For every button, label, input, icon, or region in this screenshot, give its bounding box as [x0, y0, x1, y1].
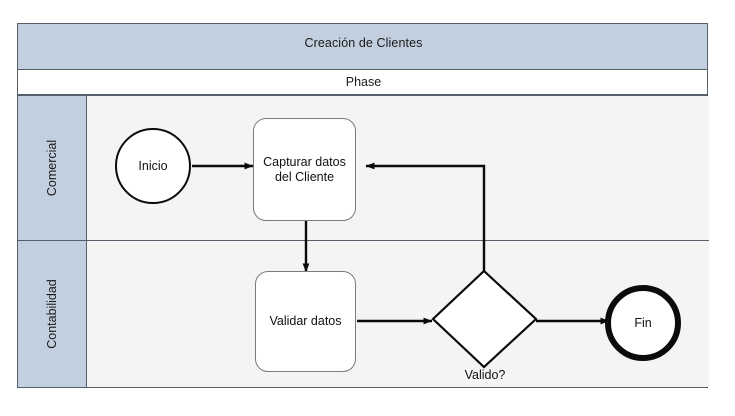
- pool-title: Creación de Clientes: [304, 36, 423, 50]
- pool-title-band[interactable]: Creación de Clientes: [17, 23, 708, 70]
- task-validar-datos-label: Validar datos: [269, 314, 342, 328]
- end-event-fin[interactable]: Fin: [605, 285, 681, 361]
- gateway-valido[interactable]: [431, 269, 539, 369]
- sequence-flow-layer: [192, 162, 610, 325]
- start-event-label: Inicio: [138, 159, 168, 173]
- task-capturar-datos[interactable]: Capturar datos del Cliente: [253, 118, 356, 221]
- start-event-inicio[interactable]: Inicio: [115, 128, 191, 204]
- task-validar-datos[interactable]: Validar datos: [255, 271, 356, 372]
- pool-creacion-de-clientes[interactable]: Creación de Clientes Phase Comercial Con…: [17, 23, 709, 388]
- lane-contabilidad-header[interactable]: Contabilidad: [18, 241, 87, 387]
- lane-comercial-header[interactable]: Comercial: [18, 96, 87, 240]
- lane-area: Comercial Contabilidad: [17, 95, 709, 388]
- phase-label: Phase: [345, 75, 382, 89]
- end-event-label: Fin: [634, 316, 652, 330]
- task-capturar-datos-label: Capturar datos del Cliente: [263, 154, 346, 184]
- flow-gateway-to-capture[interactable]: [365, 162, 486, 272]
- gateway-valido-label: Valido?: [464, 368, 506, 382]
- lane-contabilidad[interactable]: Contabilidad: [18, 241, 709, 387]
- phase-band[interactable]: Phase: [17, 70, 708, 95]
